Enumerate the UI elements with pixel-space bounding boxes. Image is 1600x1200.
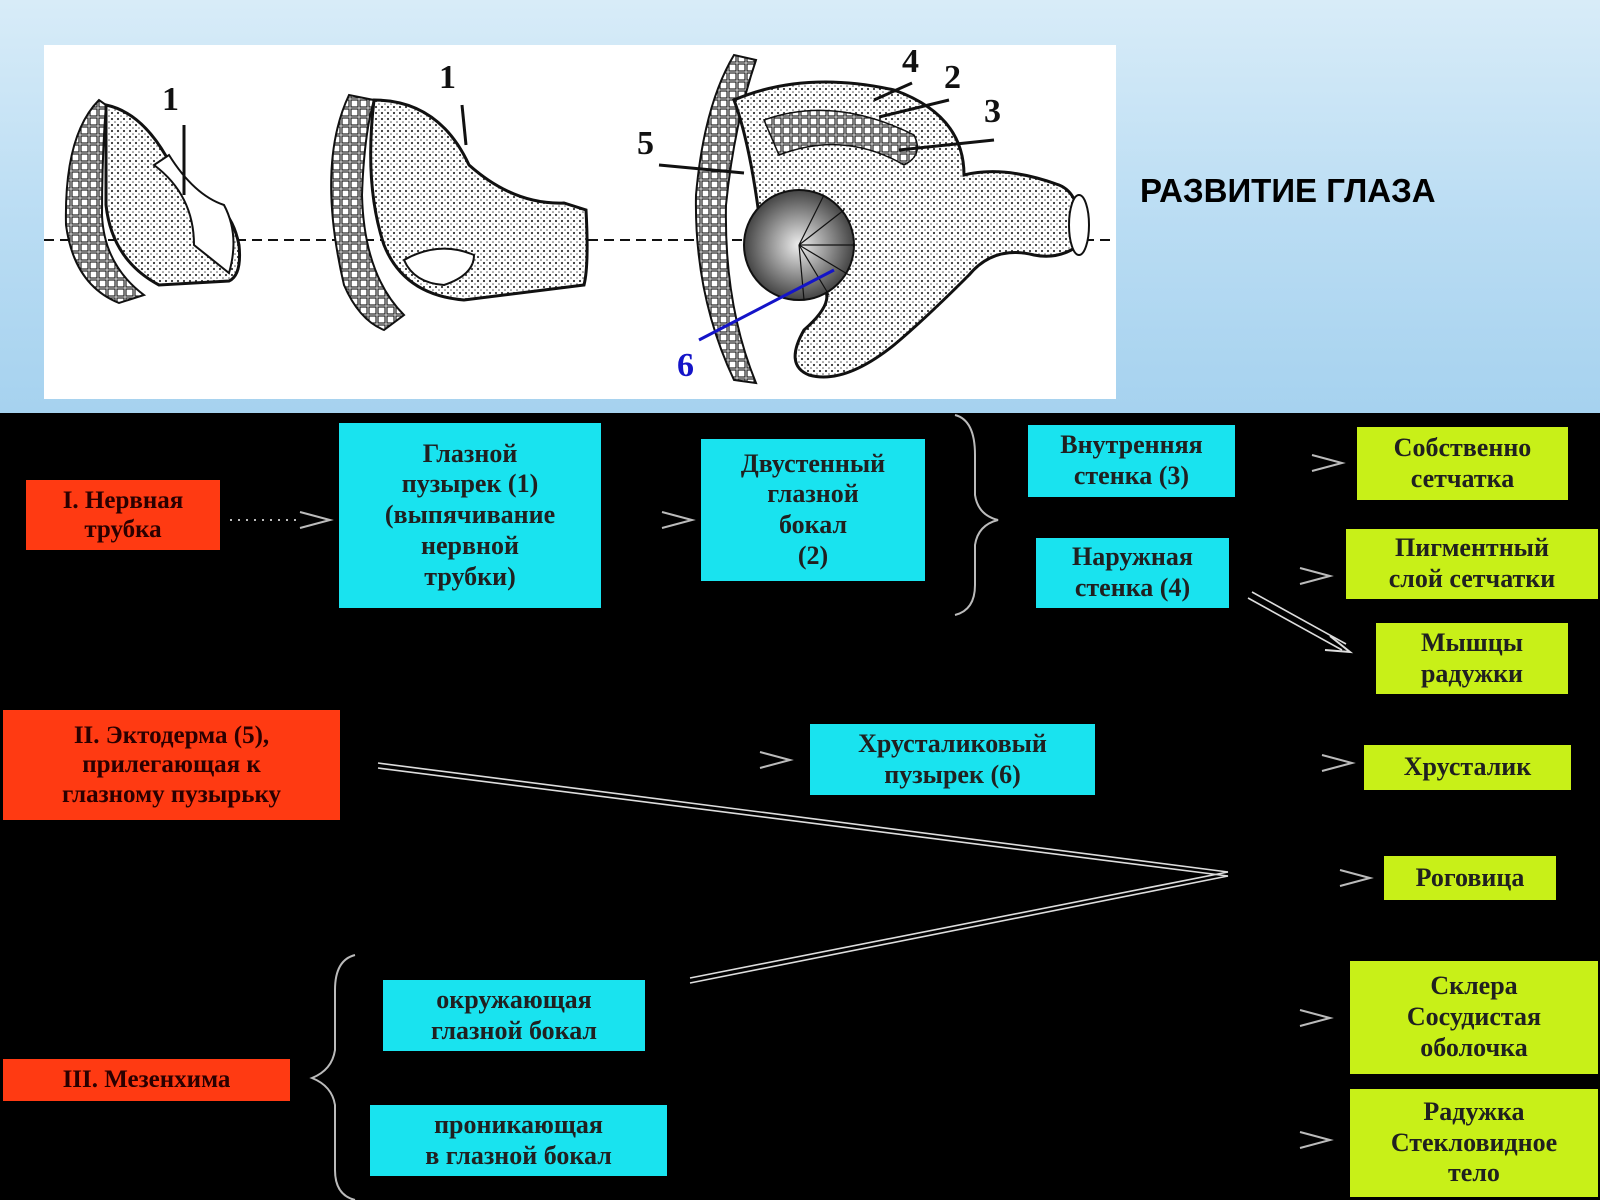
stage-1-optic-vesicle (64, 98, 241, 305)
eye-development-illustration: 1 1 5 4 2 3 6 (44, 43, 1116, 399)
result-retina-proper: Собственно сетчатка (1357, 427, 1568, 500)
inner-wall-box: Внутренняя стенка (3) (1028, 425, 1235, 497)
result-iris-vitreous: Радужка Стекловидное тело (1350, 1089, 1598, 1197)
arrow-to-cornea (1339, 869, 1374, 887)
arrow-neural-to-vesicle (299, 511, 334, 529)
source-neural-tube: I. Нервная трубка (26, 480, 220, 550)
arrow-to-lens (1321, 754, 1356, 772)
result-lens: Хрусталик (1364, 745, 1571, 790)
source-mesenchyme: III. Мезенхима (3, 1059, 290, 1101)
result-cornea: Роговица (1384, 856, 1556, 900)
eye-stages-drawing (44, 53, 1116, 385)
surrounding-mesenchyme-box: окружающая глазной бокал (383, 980, 645, 1051)
arrow-vesicle-to-cup (661, 511, 696, 529)
arrow-to-pigment (1299, 567, 1334, 585)
illus-label-2: 2 (944, 59, 961, 96)
outer-wall-box: Наружная стенка (4) (1036, 538, 1229, 608)
arrow-to-retina (1311, 454, 1346, 472)
optic-vesicle-box: Глазной пузырек (1) (выпячивание нервной… (339, 423, 601, 608)
lens-vesicle-box: Хрусталиковый пузырек (6) (810, 724, 1095, 795)
page-title: РАЗВИТИЕ ГЛАЗА (1140, 172, 1436, 209)
illus-label-6: 6 (677, 347, 694, 384)
arrow-to-lens-vesicle (759, 751, 794, 769)
penetrating-mesenchyme-box: проникающая в глазной бокал (370, 1105, 667, 1176)
result-pigment-layer: Пигментный слой сетчатки (1346, 529, 1598, 599)
illus-label-3: 3 (984, 93, 1001, 130)
stage-2-optic-cup (330, 93, 589, 332)
result-sclera-choroid: Склера Сосудистая оболочка (1350, 961, 1598, 1074)
optic-cup-box: Двустенный глазной бокал (2) (701, 439, 925, 581)
illus-label-1a: 1 (162, 81, 179, 118)
illus-label-4: 4 (902, 43, 919, 80)
illus-label-1b: 1 (439, 59, 456, 96)
brace-walls (954, 414, 999, 616)
brace-mesenchyme (309, 954, 356, 1200)
source-ectoderm: II. Эктодерма (5), прилегающая к глазном… (3, 710, 340, 820)
result-iris-muscles: Мышцы радужки (1376, 623, 1568, 694)
arrow-to-iris (1299, 1131, 1334, 1149)
arrow-to-sclera (1299, 1009, 1334, 1027)
illus-label-5: 5 (637, 125, 654, 162)
